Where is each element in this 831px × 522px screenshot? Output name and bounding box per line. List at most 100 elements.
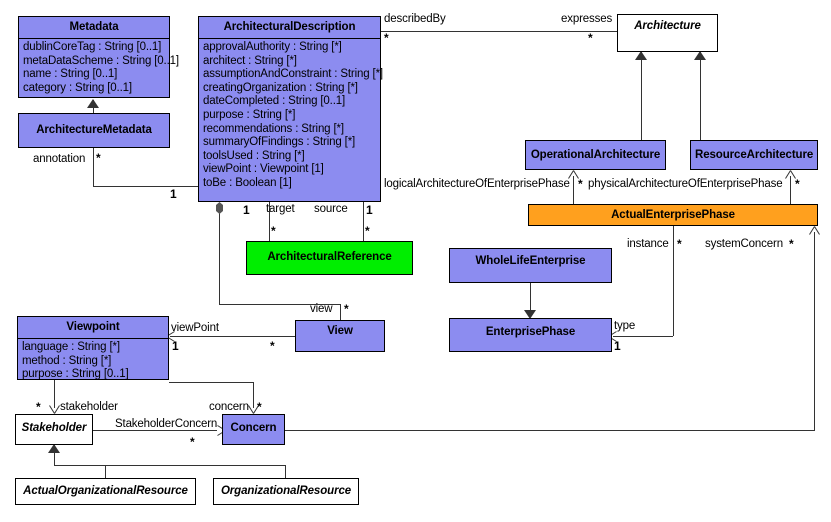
attribute: language : String [*] xyxy=(22,341,120,353)
class-resource-architecture[interactable]: ResourceArchitecture xyxy=(690,140,818,170)
class-metadata-name: Metadata xyxy=(69,21,119,33)
class-architecture-name: Architecture xyxy=(634,20,701,32)
generalization-drop-actual-org-resource xyxy=(105,465,106,478)
generalization-arrow-operational xyxy=(635,51,647,60)
class-operational-architecture-name: OperationalArchitecture xyxy=(530,149,661,161)
mult-annotation-one: 1 xyxy=(170,187,177,201)
attribute: toBe : Boolean [1] xyxy=(203,176,292,189)
mult-expresses: * xyxy=(588,31,593,45)
class-architecture-metadata-name: ArchitectureMetadata xyxy=(36,124,152,136)
label-target: target xyxy=(266,203,295,215)
class-actual-organizational-resource-name: ActualOrganizationalResource xyxy=(23,485,188,497)
mult-system-concern-star: * xyxy=(789,237,794,251)
mult-instance-star: * xyxy=(677,237,682,251)
attribute: recommendations : String [*] xyxy=(203,122,344,135)
class-viewpoint-name: Viewpoint xyxy=(66,321,120,333)
class-resource-architecture-name: ResourceArchitecture xyxy=(695,149,814,161)
label-described-by: describedBy xyxy=(384,13,446,25)
class-whole-life-enterprise-name: WholeLifeEnterprise xyxy=(475,255,586,267)
system-concern-arrow xyxy=(809,226,820,235)
class-concern-name: Concern xyxy=(230,422,277,434)
attribute: toolsUsed : String [*] xyxy=(203,149,305,162)
label-instance: instance xyxy=(627,238,669,250)
mult-stakeholder-concern-star: * xyxy=(190,435,195,449)
view-point-line xyxy=(170,336,295,337)
class-viewpoint[interactable]: Viewpoint language : String [*] method :… xyxy=(17,316,169,380)
class-enterprise-phase[interactable]: EnterprisePhase xyxy=(449,318,612,352)
class-view[interactable]: View xyxy=(295,320,385,352)
attribute: assumptionAndConstraint : String [*] xyxy=(203,68,383,81)
concern-line-vertical xyxy=(253,382,254,408)
attribute: summaryOfFindings : String [*] xyxy=(203,136,356,149)
label-concern: concern xyxy=(209,401,249,413)
attribute: viewPoint : Viewpoint [1] xyxy=(203,163,324,176)
mult-source-star: * xyxy=(365,224,370,238)
instance-line-horizontal xyxy=(613,336,673,337)
generalization-arrow-resource xyxy=(694,51,706,60)
view-composition-line-down xyxy=(340,304,341,320)
attribute: name : String [0..1] xyxy=(23,68,118,81)
label-expresses: expresses xyxy=(561,13,613,25)
label-view: view xyxy=(310,303,333,315)
generalization-arrow-stakeholder xyxy=(48,444,60,453)
attribute: dateCompleted : String [0..1] xyxy=(203,95,346,108)
mult-concern-star: * xyxy=(257,400,262,414)
class-actual-enterprise-phase[interactable]: ActualEnterprisePhase xyxy=(528,204,818,226)
class-organizational-resource[interactable]: OrganizationalResource xyxy=(213,478,359,505)
stakeholder-arrow xyxy=(49,405,60,414)
attribute: dublinCoreTag : String [0..1] xyxy=(23,41,162,53)
class-operational-architecture[interactable]: OperationalArchitecture xyxy=(525,140,666,170)
label-type: type xyxy=(614,320,636,332)
label-physical-architecture: physicalArchitectureOfEnterprisePhase xyxy=(588,178,783,190)
system-concern-line-vertical xyxy=(814,232,815,430)
generalization-line-enterprise-phase xyxy=(530,283,531,311)
generalization-line-operational xyxy=(641,52,642,140)
mult-type-one: 1 xyxy=(614,339,621,353)
mult-target-star: * xyxy=(271,224,276,238)
logical-architecture-arrow xyxy=(568,170,579,179)
generalization-drop-org-resource xyxy=(285,465,286,478)
attribute: category : String [0..1] xyxy=(23,81,132,94)
generalization-stub-stakeholder xyxy=(54,457,55,466)
generalization-line-resource xyxy=(700,52,701,140)
label-stakeholder-concern: StakeholderConcern xyxy=(115,418,218,430)
class-metadata[interactable]: Metadata dublinCoreTag : String [0..1] m… xyxy=(18,16,179,99)
logical-architecture-line xyxy=(573,176,574,204)
mult-physical-star: * xyxy=(795,177,800,191)
mult-source-one: 1 xyxy=(366,203,373,217)
class-whole-life-enterprise[interactable]: WholeLifeEnterprise xyxy=(449,248,612,283)
stakeholder-concern-line xyxy=(93,430,217,431)
mult-view-point-star: * xyxy=(270,339,275,353)
class-architectural-reference[interactable]: ArchitecturalReference xyxy=(246,241,413,275)
class-metadata-divider xyxy=(19,38,169,39)
class-architecture[interactable]: Architecture xyxy=(617,14,718,52)
composition-diamond-view xyxy=(216,202,223,214)
class-stakeholder-name: Stakeholder xyxy=(21,422,87,434)
attribute: method : String [*] xyxy=(22,354,112,367)
attribute: metaDataScheme : String [0..1] xyxy=(23,54,179,67)
class-architectural-description-attributes: approvalAuthority : String [*] architect… xyxy=(199,39,383,193)
source-line xyxy=(363,202,364,241)
attribute: architect : String [*] xyxy=(203,54,297,67)
class-architecture-metadata[interactable]: ArchitectureMetadata xyxy=(18,113,170,148)
class-concern[interactable]: Concern xyxy=(222,414,285,445)
mult-view-star: * xyxy=(344,302,349,316)
class-actual-organizational-resource[interactable]: ActualOrganizationalResource xyxy=(15,478,196,505)
class-stakeholder[interactable]: Stakeholder xyxy=(15,414,93,445)
mult-stakeholder-star: * xyxy=(36,400,41,414)
class-actual-enterprise-phase-name: ActualEnterprisePhase xyxy=(611,209,735,221)
generalization-arrow-metadata xyxy=(87,99,99,108)
class-architectural-description[interactable]: ArchitecturalDescription approvalAuthori… xyxy=(198,16,383,202)
mult-target-one: 1 xyxy=(243,203,250,217)
class-view-name: View xyxy=(327,325,353,337)
annotation-line-horizontal xyxy=(93,186,199,187)
class-organizational-resource-name: OrganizationalResource xyxy=(220,485,352,497)
stakeholder-line xyxy=(54,380,55,408)
instance-line-vertical xyxy=(673,226,674,336)
label-source: source xyxy=(314,203,348,215)
annotation-line-vertical xyxy=(93,148,94,187)
class-metadata-attributes: dublinCoreTag : String [0..1] metaDataSc… xyxy=(19,39,179,97)
label-system-concern: systemConcern xyxy=(705,238,783,250)
view-composition-line-vertical xyxy=(219,210,220,305)
